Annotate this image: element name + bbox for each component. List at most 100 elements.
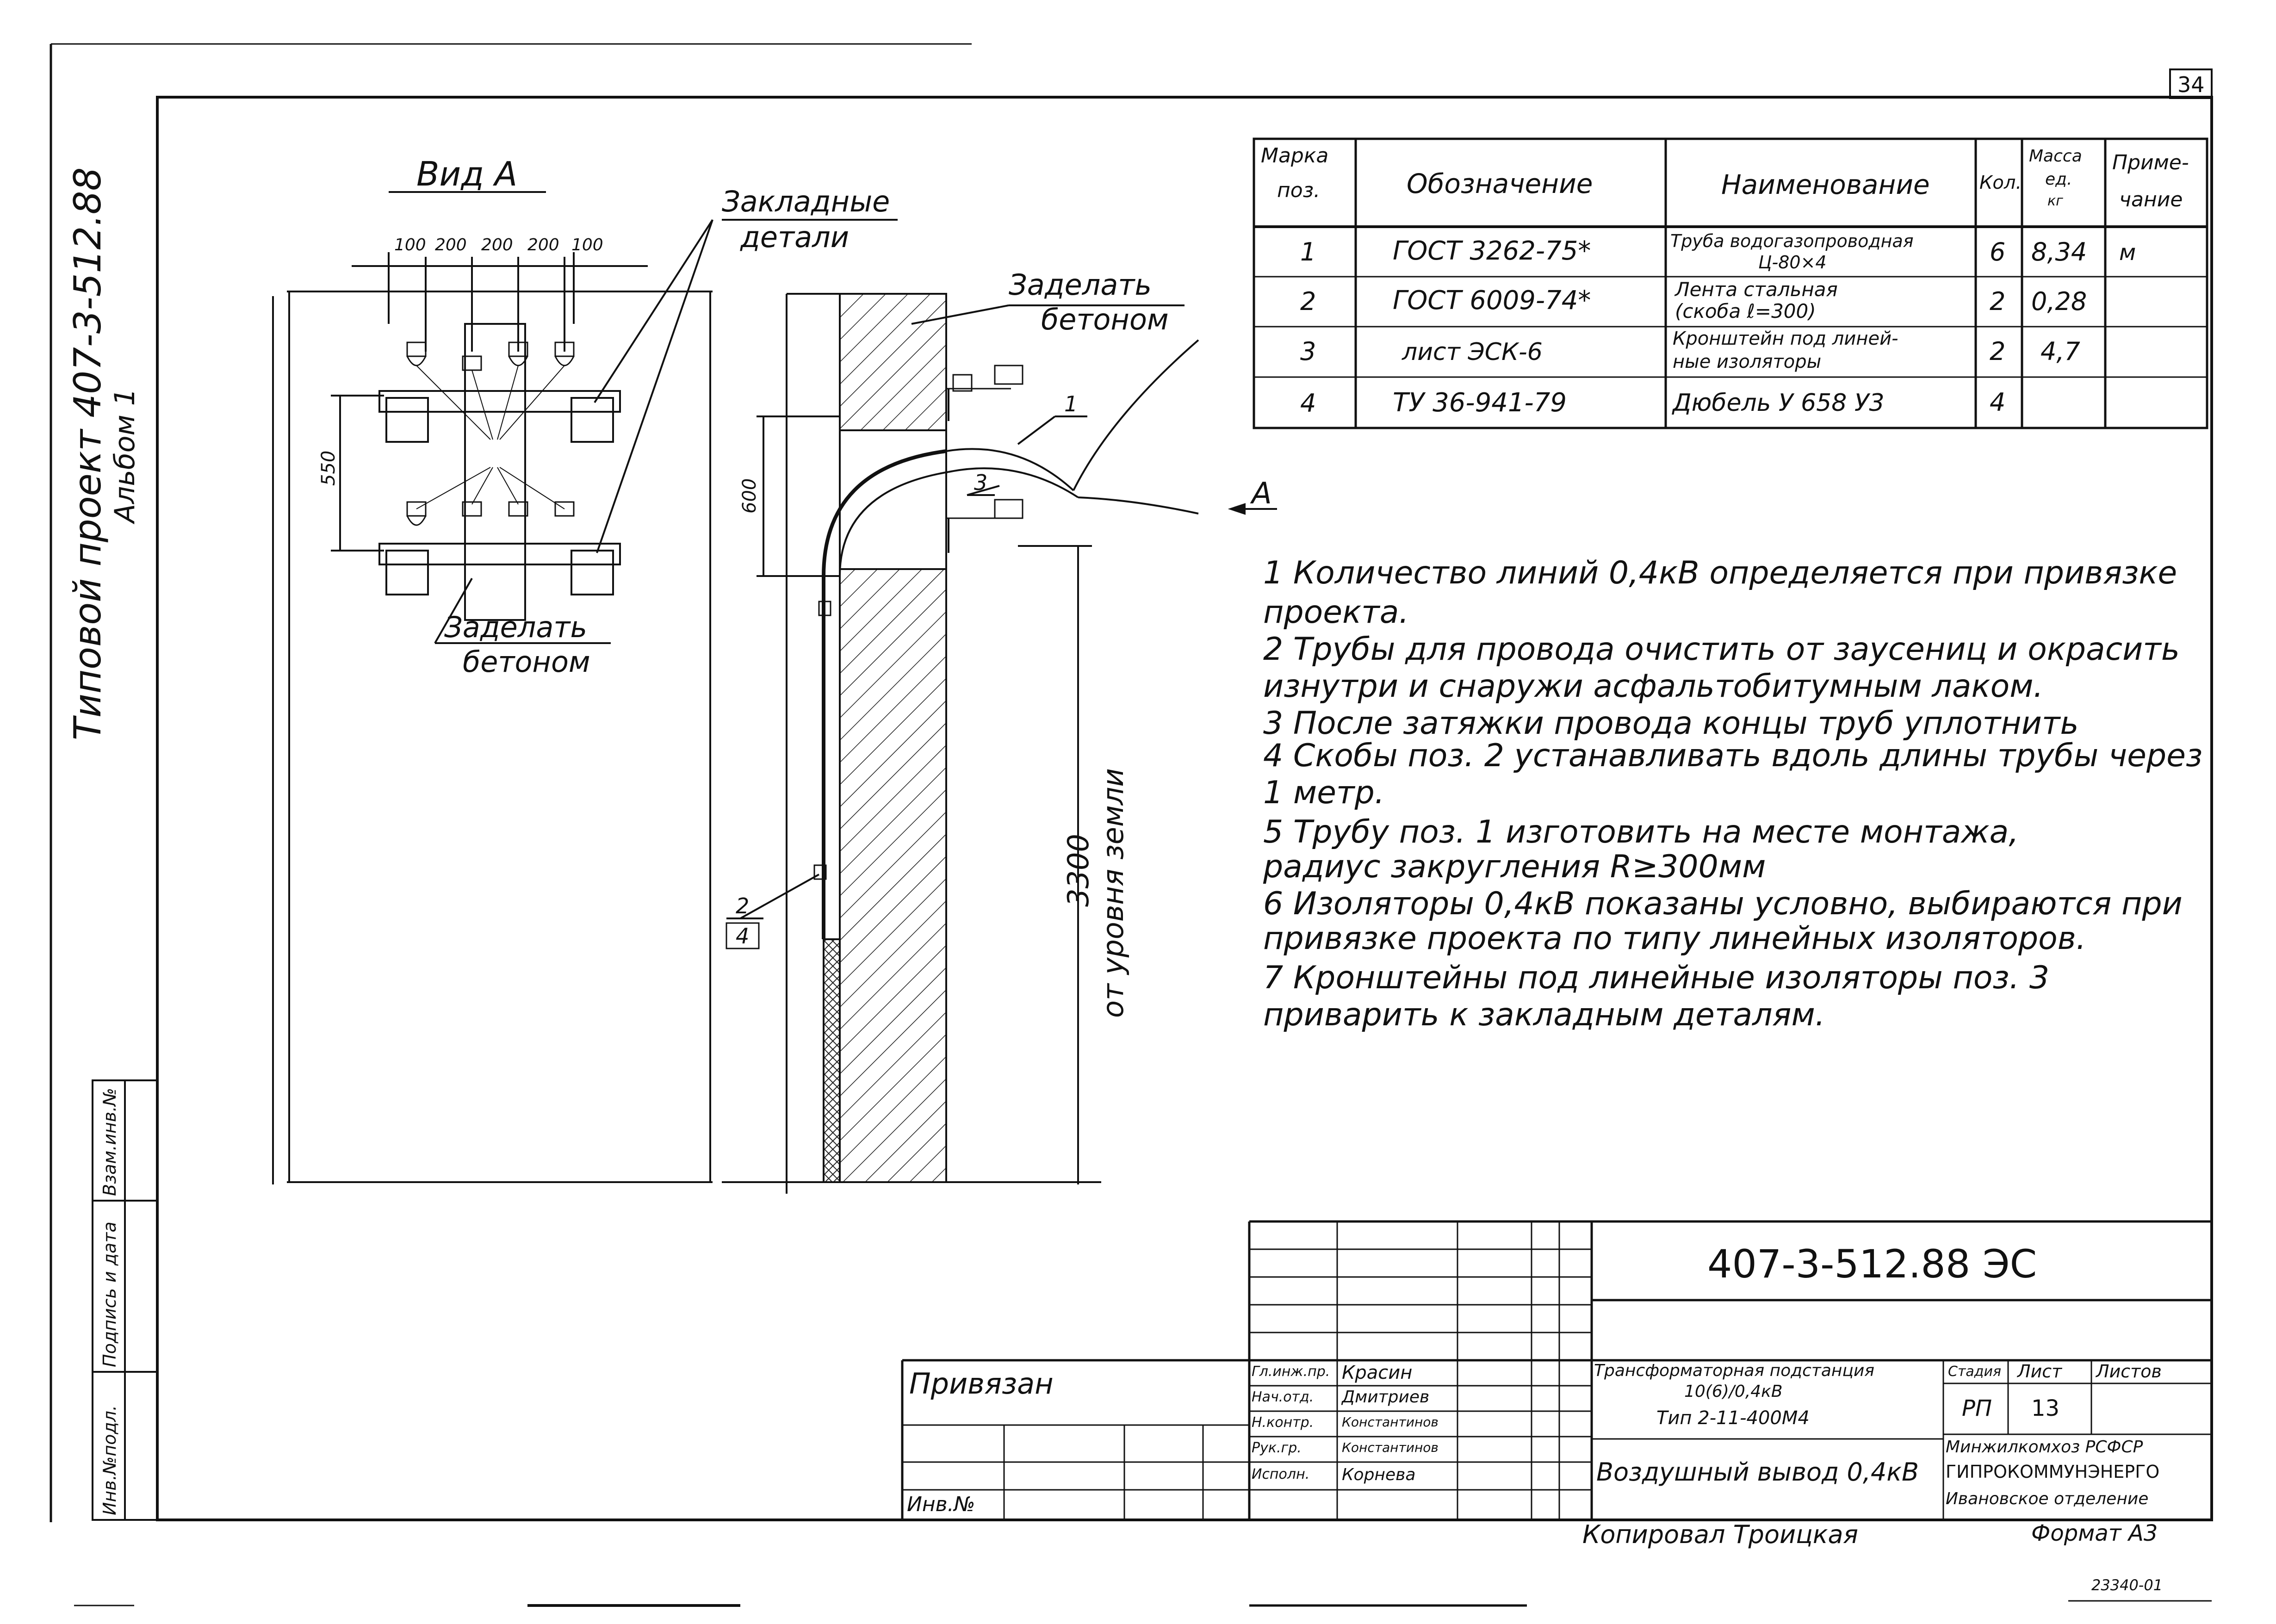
privyazan-label: Привязан <box>909 1367 1054 1401</box>
person-name: Дмитриев <box>1342 1388 1430 1407</box>
sheet-number: 34 <box>2177 72 2205 97</box>
person-name: Константинов <box>1342 1440 1439 1455</box>
footer-lines <box>74 1600 2212 1607</box>
note-line: приварить к закладным деталям. <box>1263 997 1825 1033</box>
side-stamp-signature: Подпись и дата <box>99 1221 120 1367</box>
row1-mark: 1 <box>1300 237 1316 267</box>
role-label: Гл.инж.пр. <box>1252 1364 1330 1380</box>
copied-by: Копировал Троицкая <box>1582 1520 1859 1549</box>
row3-mark: 3 <box>1300 337 1316 366</box>
role-label: Н.контр. <box>1252 1414 1314 1431</box>
embedded-parts-label-1: Закладные <box>722 185 890 218</box>
side-title: Типовой проект 407-3-512.88 Альбом 1 <box>66 167 141 740</box>
person-name: Красин <box>1342 1362 1413 1383</box>
note-line: 3 После затяжки провода концы труб уплот… <box>1263 705 2079 742</box>
row2-designation: ГОСТ 6009-74* <box>1393 285 1591 316</box>
row4-designation: ТУ 36-941-79 <box>1393 388 1567 418</box>
row1-name-2: Ц-80×4 <box>1758 252 1827 273</box>
row2-name-1: Лента стальная <box>1675 278 1838 301</box>
note-line: 6 Изоляторы 0,4кВ показаны условно, выби… <box>1263 886 2183 922</box>
view-a-height-dim: 550 <box>318 450 339 486</box>
side-title-line1: Типовой проект 407-3-512.88 <box>66 167 109 740</box>
header-designation: Обозначение <box>1407 168 1593 199</box>
inv-no-label: Инв.№ <box>907 1493 975 1516</box>
view-arrow-label: А <box>1252 477 1272 511</box>
row2-mark: 2 <box>1300 287 1316 316</box>
row3-mass: 4,7 <box>2040 337 2080 366</box>
sheet-header: Лист <box>2017 1361 2062 1382</box>
sheets-header: Листов <box>2096 1361 2162 1382</box>
view-a-title: Вид А <box>416 155 518 193</box>
note-line: 2 Трубы для провода очистить от заусениц… <box>1263 631 2180 668</box>
note-line: 1 метр. <box>1263 775 1385 811</box>
note-line: проекта. <box>1263 594 1409 631</box>
sheet-format: Формат А3 <box>2031 1520 2158 1546</box>
stage-header: Стадия <box>1948 1364 2002 1380</box>
header-mass-3: кг <box>2047 193 2063 209</box>
side-title-line2: Альбом 1 <box>109 388 141 523</box>
row4-name-1: Дюбель У 658 У3 <box>1673 389 1885 417</box>
header-name: Наименование <box>1721 169 1930 200</box>
row1-qty: 6 <box>1990 237 2006 267</box>
section-concrete-label-2: бетоном <box>1041 303 1169 336</box>
embedded-parts-label-2: детали <box>740 220 850 254</box>
row3-name-1: Кронштейн под линей- <box>1673 328 1898 349</box>
header-mark-2: поз. <box>1277 179 1321 202</box>
row1-mass: 8,34 <box>2031 237 2087 267</box>
header-note-1: Приме- <box>2112 151 2189 174</box>
row4-mark: 4 <box>1300 389 1316 418</box>
row2-mass: 0,28 <box>2031 287 2087 316</box>
sheet-frame <box>50 43 2213 1522</box>
object-line-2: 10(6)/0,4кВ <box>1684 1382 1783 1401</box>
org-line-2: ГИПРОКОММУНЭНЕРГО <box>1946 1462 2160 1482</box>
header-mass-1: Масса <box>2029 147 2082 166</box>
view-a-dim-1: 100 <box>394 236 426 254</box>
header-mass-2: ед. <box>2045 170 2072 189</box>
person-name: Константинов <box>1342 1414 1439 1430</box>
person-name: Корнева <box>1342 1465 1416 1484</box>
note-line: изнутри и снаружи асфальтобитумным лаком… <box>1263 668 2044 705</box>
header-mark-1: Марка <box>1261 144 1329 167</box>
side-stamp <box>92 1079 158 1521</box>
object-line-1: Трансформаторная подстанция <box>1594 1361 1875 1380</box>
section-dim-3300: 3300 <box>1061 834 1095 907</box>
row3-name-2: ные изоляторы <box>1673 351 1822 372</box>
view-a-dim-4: 200 <box>527 236 559 254</box>
row1-designation: ГОСТ 3262-75* <box>1393 236 1591 266</box>
row3-designation: лист ЭСК-6 <box>1402 338 1543 366</box>
note-line: радиус закругления R≥300мм <box>1263 849 1766 885</box>
sheet-value: 13 <box>2031 1395 2060 1421</box>
row3-qty: 2 <box>1990 337 2006 366</box>
callout-2: 2 <box>736 893 750 918</box>
note-line: 7 Кронштейны под линейные изоляторы поз.… <box>1263 960 2050 996</box>
section-ground-label: от уровня земли <box>1096 768 1130 1018</box>
role-label: Исполн. <box>1252 1466 1310 1482</box>
section-dim-600: 600 <box>739 478 760 514</box>
org-line-3: Ивановское отделение <box>1946 1489 2149 1508</box>
callout-3: 3 <box>974 470 988 495</box>
side-stamp-inv: Инв.№подл. <box>99 1405 120 1515</box>
side-stamp-replace: Взам.инв.№ <box>99 1088 120 1196</box>
stage-value: РП <box>1962 1395 1992 1421</box>
role-label: Рук.гр. <box>1252 1440 1302 1456</box>
note-line: 4 Скобы поз. 2 устанавливать вдоль длины… <box>1263 738 2203 774</box>
archive-number: 23340-01 <box>2091 1576 2163 1594</box>
view-a-dim-2: 200 <box>435 236 467 254</box>
row4-qty: 4 <box>1990 388 2006 417</box>
role-label: Нач.отд. <box>1252 1389 1314 1405</box>
view-a-drawing <box>272 191 898 1184</box>
section-concrete-label-1: Заделать <box>1009 268 1152 302</box>
note-line: привязке проекта по типу линейных изолят… <box>1263 920 2086 957</box>
view-a-concrete-label-2: бетоном <box>463 645 590 679</box>
row2-qty: 2 <box>1990 287 2006 316</box>
callout-1: 1 <box>1064 391 1078 416</box>
view-a-concrete-label-1: Заделать <box>444 610 588 644</box>
object-line-3: Тип 2-11-400М4 <box>1656 1407 1810 1429</box>
spec-table-grid <box>1253 137 2208 429</box>
view-a-dim-5: 100 <box>571 236 603 254</box>
row2-name-2: (скоба ℓ=300) <box>1675 300 1816 322</box>
row1-note: м <box>2119 240 2136 266</box>
org-line-1: Минжилкомхоз РСФСР <box>1946 1438 2143 1457</box>
drawing-code: 407-3-512.88 ЭС <box>1707 1241 2037 1287</box>
